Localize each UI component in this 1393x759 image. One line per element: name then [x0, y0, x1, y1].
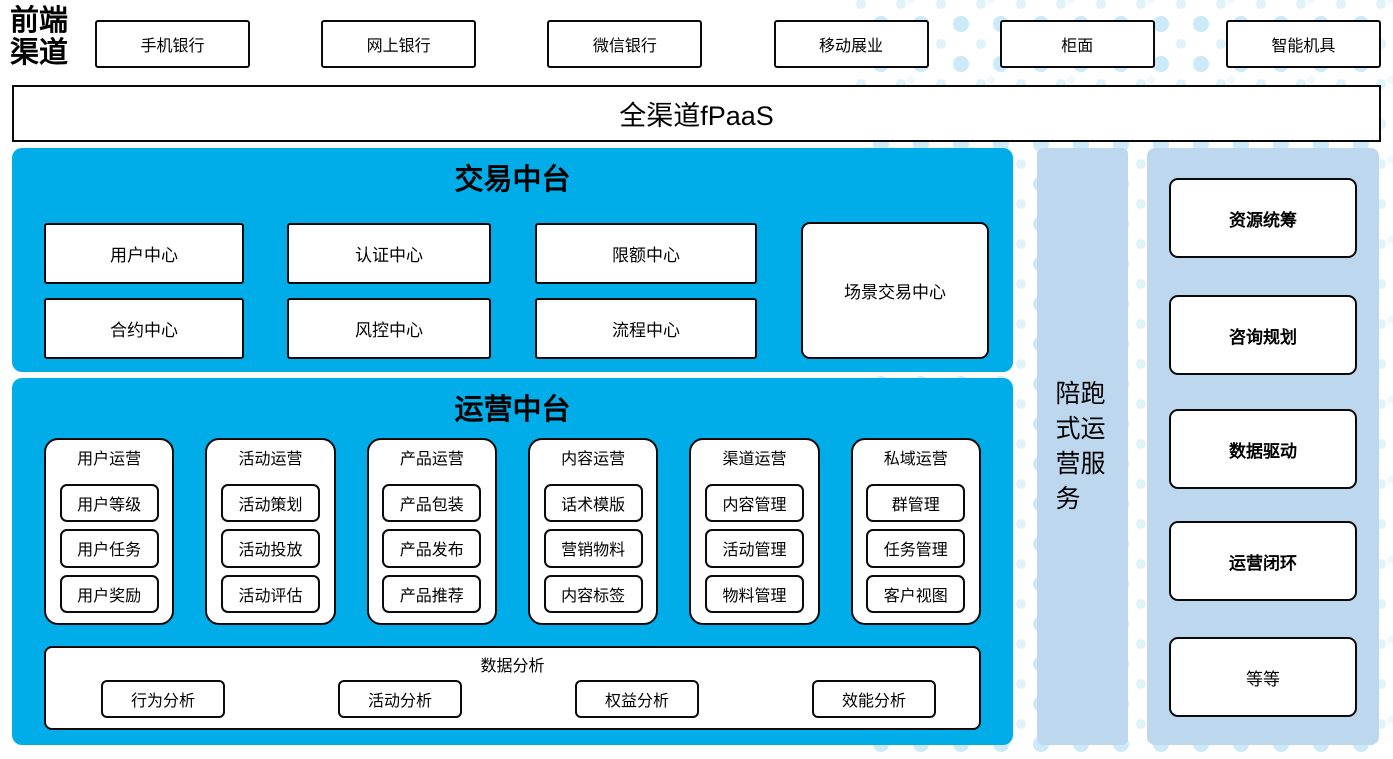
service-box-resource-coordination: 资源统筹	[1169, 178, 1357, 258]
service-box-data-driven: 数据驱动	[1169, 409, 1357, 489]
fpaas-bar-label: 全渠道fPaaS	[619, 101, 774, 131]
op-item: 话术模版	[543, 484, 643, 523]
channel-box-online-banking: 网上银行	[321, 20, 477, 68]
op-item: 内容标签	[543, 574, 643, 613]
op-column-content-operation: 内容运营 话术模版 营销物料 内容标签	[527, 438, 659, 625]
op-item: 物料管理	[704, 574, 804, 613]
channel-box-counter: 柜面	[999, 20, 1155, 68]
center-box-scenario-transaction: 场景交易中心	[801, 222, 989, 359]
op-item: 活动策划	[220, 484, 320, 523]
op-item: 客户视图	[866, 574, 966, 613]
analysis-box-behavior: 行为分析	[101, 680, 225, 718]
op-item: 活动投放	[220, 529, 320, 568]
service-box-operation-closed-loop: 运营闭环	[1169, 521, 1357, 601]
accompanying-operation-service-bar: 陪跑式运营服务	[1037, 148, 1128, 745]
front-channels-label: 前端渠道	[10, 5, 69, 70]
analysis-box-efficiency: 效能分析	[812, 680, 936, 718]
fpaas-bar: 全渠道fPaaS	[12, 85, 1381, 142]
accompanying-operation-service-label: 陪跑式运营服务	[1055, 379, 1106, 513]
analysis-box-activity: 活动分析	[338, 680, 462, 718]
op-item: 用户等级	[59, 484, 159, 523]
op-item: 活动管理	[704, 529, 804, 568]
op-item: 群管理	[866, 484, 966, 523]
data-analysis-title: 数据分析	[480, 658, 545, 675]
front-channels-row: 手机银行 网上银行 微信银行 移动展业 柜面 智能机具	[95, 20, 1381, 68]
channel-box-mobile-outreach: 移动展业	[773, 20, 929, 68]
op-column-activity-operation: 活动运营 活动策划 活动投放 活动评估	[205, 438, 336, 625]
service-items-panel: 资源统筹 咨询规划 数据驱动 运营闭环 等等	[1147, 148, 1379, 745]
op-item: 用户奖励	[59, 574, 159, 613]
service-box-consulting-planning: 咨询规划	[1169, 295, 1357, 375]
op-column-user-operation: 用户运营 用户等级 用户任务 用户奖励	[44, 438, 175, 625]
op-item: 用户任务	[59, 529, 159, 568]
op-column-product-operation: 产品运营 产品包装 产品发布 产品推荐	[366, 438, 497, 625]
channel-box-mobile-banking: 手机银行	[95, 20, 250, 68]
service-box-etc: 等等	[1169, 637, 1357, 717]
center-box-auth: 认证中心	[287, 223, 491, 284]
op-item: 产品发布	[382, 529, 482, 568]
op-item: 活动评估	[220, 574, 320, 613]
center-box-limit: 限额中心	[535, 223, 757, 284]
operation-platform-block: 运营中台 用户运营 用户等级 用户任务 用户奖励 活动运营 活动策划 活动投放 …	[12, 378, 1013, 745]
data-analysis-row: 行为分析 活动分析 权益分析 效能分析	[101, 680, 936, 718]
operation-platform-title: 运营中台	[454, 394, 571, 426]
data-analysis-panel: 数据分析 行为分析 活动分析 权益分析 效能分析	[44, 646, 981, 730]
op-item: 营销物料	[543, 529, 643, 568]
op-column-title: 用户运营	[77, 451, 142, 468]
center-box-user: 用户中心	[44, 223, 244, 284]
transaction-platform-title: 交易中台	[454, 164, 571, 196]
center-box-contract: 合约中心	[44, 298, 244, 359]
op-column-title: 产品运营	[399, 451, 464, 468]
op-item: 产品包装	[382, 484, 482, 523]
analysis-box-benefit: 权益分析	[575, 680, 699, 718]
op-column-title: 内容运营	[561, 451, 626, 468]
op-item: 产品推荐	[382, 574, 482, 613]
channel-box-smart-machines: 智能机具	[1225, 20, 1381, 68]
operation-columns: 用户运营 用户等级 用户任务 用户奖励 活动运营 活动策划 活动投放 活动评估 …	[44, 438, 981, 625]
op-column-title: 私域运营	[883, 451, 948, 468]
channel-box-wechat-banking: 微信银行	[547, 20, 703, 68]
center-box-risk: 风控中心	[287, 298, 491, 359]
op-column-private-domain-operation: 私域运营 群管理 任务管理 客户视图	[850, 438, 981, 625]
transaction-platform-block: 交易中台 用户中心 认证中心 限额中心 合约中心 风控中心 流程中心 场景交易中…	[12, 148, 1013, 372]
op-item: 任务管理	[866, 529, 966, 568]
op-column-title: 渠道运营	[722, 451, 787, 468]
op-column-title: 活动运营	[238, 451, 303, 468]
center-box-process: 流程中心	[535, 298, 757, 359]
op-item: 内容管理	[704, 484, 804, 523]
op-column-channel-operation: 渠道运营 内容管理 活动管理 物料管理	[689, 438, 820, 625]
